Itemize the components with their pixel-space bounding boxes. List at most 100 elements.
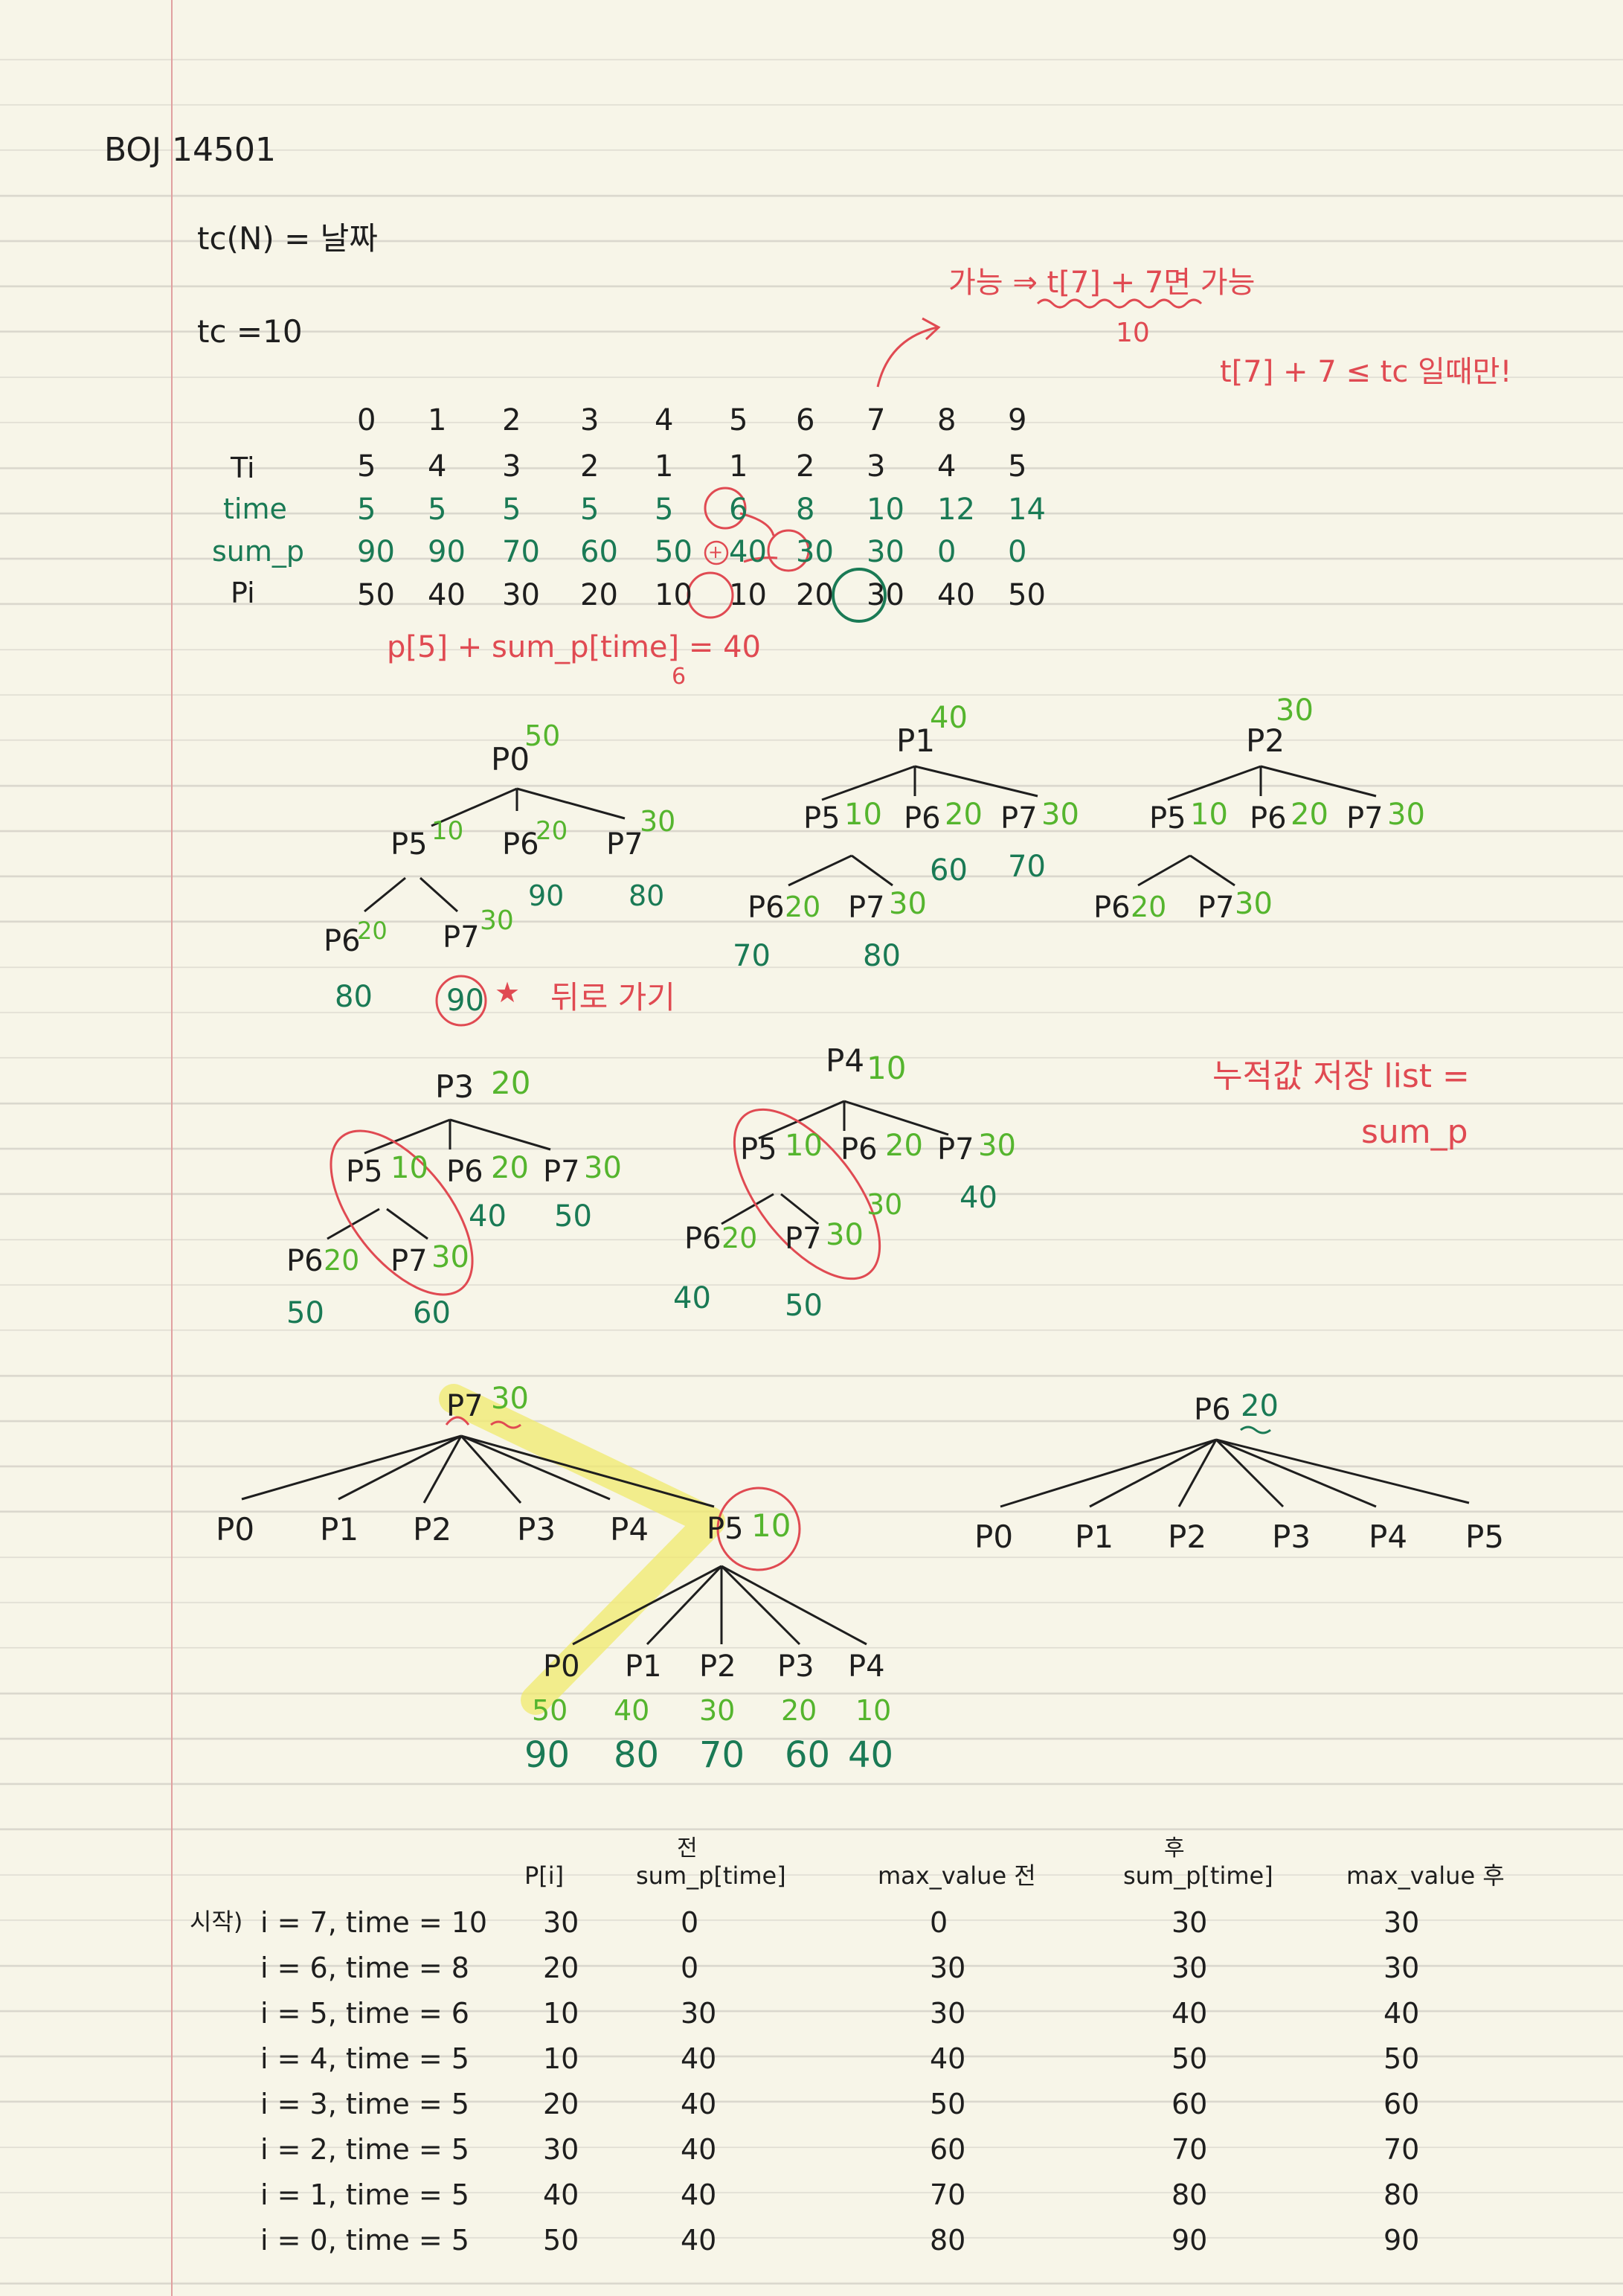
cell-sum-after: 80 — [1172, 2178, 1208, 2211]
child-p6-value: 20 — [885, 1129, 923, 1163]
ti-cell: 3 — [502, 449, 521, 484]
sum-p-cell: 90 — [357, 535, 395, 569]
child-p5: P5 — [391, 827, 428, 862]
child-p5: P5 — [1465, 1519, 1505, 1555]
child-p7-value: 30 — [978, 1129, 1016, 1163]
child-p7: P7 — [606, 827, 643, 862]
arrow-time-sum — [739, 512, 775, 536]
row-label: i = 0, time = 5 — [260, 2224, 469, 2257]
sum-gp7: 90 — [446, 984, 484, 1018]
ti-cell: 5 — [1008, 449, 1027, 484]
cell-max-before: 30 — [930, 1952, 966, 1984]
sum-gp7: 50 — [785, 1289, 823, 1323]
time-cell: 8 — [796, 493, 815, 527]
node-p4: P4 — [826, 1042, 865, 1079]
header-sum-before: sum_p[time] — [636, 1862, 786, 1890]
child-p7: P7 — [1000, 801, 1038, 836]
header-after-mark: 후 — [1164, 1835, 1185, 1862]
sum-p-cell: 50 — [655, 535, 692, 569]
child-p1: P1 — [320, 1511, 359, 1548]
cell-sum-after: 60 — [1172, 2088, 1208, 2120]
cell-max-before: 50 — [930, 2088, 966, 2120]
grandchild-p7-value: 30 — [1235, 887, 1273, 921]
child-p6-value: 20 — [945, 798, 983, 832]
child-p7-value: 30 — [584, 1151, 622, 1185]
grandchild-p6-value: 20 — [357, 917, 388, 945]
child-p1: P1 — [1075, 1519, 1114, 1555]
cell-p: 20 — [543, 2088, 579, 2120]
ti-cell: 2 — [796, 449, 815, 484]
node-p3-value: 20 — [491, 1065, 531, 1101]
ti-cell: 5 — [357, 449, 376, 484]
header-before-mark: 전 — [677, 1835, 698, 1862]
cell-max-after: 90 — [1383, 2224, 1420, 2257]
cell-sum-before: 40 — [681, 2042, 717, 2075]
col-index: 3 — [580, 403, 600, 437]
sub-p1-sum: 80 — [614, 1734, 660, 1776]
cell-p: 30 — [543, 1906, 579, 1939]
tc-definition: tc(N) = 날짜 — [197, 220, 378, 257]
grandchild-p7-value: 30 — [889, 887, 927, 921]
child-p7-value: 30 — [1387, 798, 1425, 832]
cell-max-after: 70 — [1383, 2133, 1420, 2166]
header-p-i: P[i] — [524, 1862, 565, 1890]
child-p5-value: 10 — [751, 1507, 791, 1544]
cell-p: 50 — [543, 2224, 579, 2257]
circle-p7 — [832, 568, 887, 623]
pi-cell: 20 — [580, 578, 618, 612]
node-p2-value: 30 — [1276, 693, 1314, 728]
sub-p0-value: 50 — [532, 1694, 568, 1727]
grandchild-p6: P6 — [684, 1222, 721, 1256]
row-label-ti: Ti — [231, 452, 255, 484]
child-p5-value: 10 — [785, 1129, 823, 1163]
cell-sum-after: 30 — [1172, 1906, 1208, 1939]
tree-p6-edges — [1000, 1438, 1470, 1508]
col-index: 5 — [729, 403, 748, 437]
pi-cell: 30 — [502, 578, 540, 612]
grandchild-p7: P7 — [785, 1222, 822, 1256]
child-p3: P3 — [1272, 1519, 1311, 1555]
formula: p[5] + sum_p[time] = 40 — [387, 630, 761, 664]
ti-cell: 1 — [729, 449, 748, 484]
cell-p: 30 — [543, 2133, 579, 2166]
col-index: 1 — [428, 403, 447, 437]
arrow-head — [922, 317, 941, 341]
time-cell: 6 — [729, 493, 748, 527]
cell-max-after: 50 — [1383, 2042, 1420, 2075]
pi-cell: 30 — [867, 578, 904, 612]
time-cell: 5 — [655, 493, 674, 527]
cell-max-after: 40 — [1383, 1997, 1420, 2030]
node-p0-value: 50 — [524, 719, 561, 752]
node-p0: P0 — [491, 741, 530, 777]
margin-line — [171, 0, 173, 2296]
child-p6: P6 — [502, 827, 539, 862]
node-p2: P2 — [1246, 722, 1285, 759]
sum-gp7: 80 — [863, 939, 901, 973]
col-index: 9 — [1008, 403, 1027, 437]
time-cell: 12 — [937, 493, 975, 527]
node-p4-value: 10 — [867, 1050, 907, 1086]
sub-p4-value: 10 — [855, 1694, 892, 1727]
row-label: i = 3, time = 5 — [260, 2088, 469, 2120]
cell-max-before: 30 — [930, 1997, 966, 2030]
col-index: 6 — [796, 403, 815, 437]
cell-max-before: 80 — [930, 2224, 966, 2257]
tree-p2-edges — [1137, 765, 1377, 887]
child-p7: P7 — [543, 1155, 580, 1189]
circle-p5-node — [716, 1487, 801, 1571]
cell-sum-before: 40 — [681, 2088, 717, 2120]
note-possible-sub: 10 — [1116, 318, 1150, 348]
child-p6: P6 — [904, 801, 941, 836]
sum-p6: 40 — [469, 1199, 507, 1234]
child-p5: P5 — [707, 1512, 744, 1546]
time-cell: 14 — [1008, 493, 1046, 527]
pi-cell: 50 — [1008, 578, 1046, 612]
tree-p3-edges — [327, 1118, 551, 1240]
child-p0: P0 — [216, 1511, 255, 1548]
cell-p: 10 — [543, 1997, 579, 2030]
note-backtrack: 뒤로 가기 — [550, 979, 675, 1016]
sub-p0-sum: 90 — [524, 1734, 571, 1776]
cell-max-after: 30 — [1383, 1906, 1420, 1939]
child-p7: P7 — [937, 1132, 974, 1167]
